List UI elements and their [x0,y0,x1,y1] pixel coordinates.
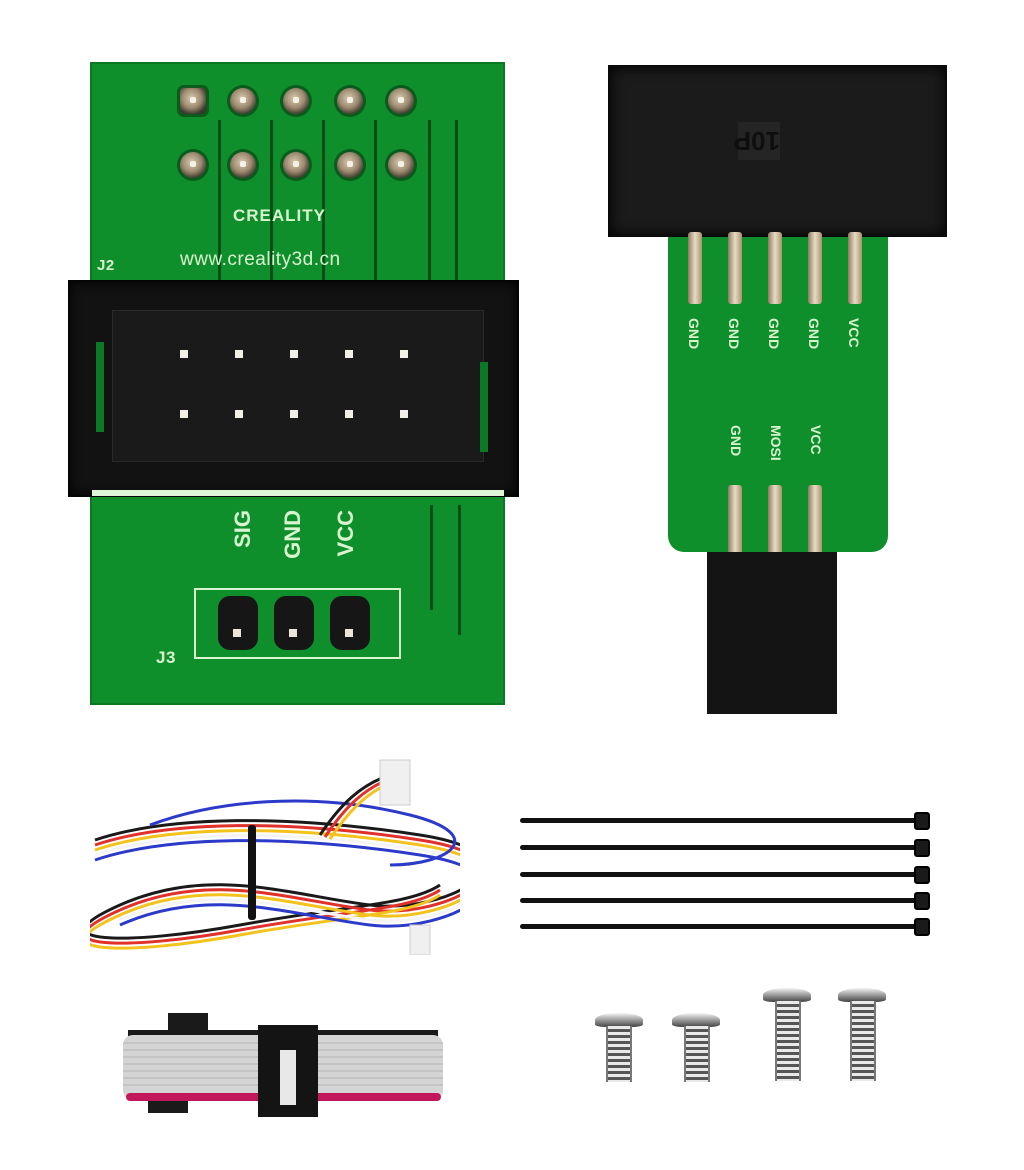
screw-head [763,988,811,1002]
brand-url: www.creality3d.cn [180,249,341,270]
solder-pad [388,152,414,178]
header-pin [728,232,742,304]
idc-pin [400,410,408,418]
header-pin [728,485,742,555]
solder-pad [230,88,256,114]
zip-tie-head [914,866,930,884]
idc-header-socket [112,310,484,462]
j3-pin [274,596,314,650]
grey-ribbon-cable [123,1013,443,1117]
zip-tie [520,898,918,903]
j3-pin [330,596,370,650]
pcb-trace [270,120,273,285]
solder-pad [337,88,363,114]
zip-tie [520,818,918,823]
idc-key-slot [480,362,488,452]
pcb-trace [430,505,433,610]
pin-label: GND [766,318,782,350]
idc-pin [400,350,408,358]
solder-pad [388,88,414,114]
header-pin [768,485,782,555]
pin-label: GND [686,318,702,350]
pin-label: MOSI [768,425,784,461]
zip-tie [520,845,918,850]
pin-label-gnd: GND [280,510,305,559]
j2-ref-label: J2 [97,257,115,274]
zip-tie-head [914,839,930,857]
solder-pad [180,88,206,114]
screw-shank [775,1001,801,1081]
pin-label-sig: SIG [230,510,255,548]
solder-pad [283,88,309,114]
pcb-trace [218,120,221,285]
multicolor-extension-cable [90,759,460,955]
zip-tie-head [914,918,930,936]
screw-head [595,1013,643,1027]
pin-label: VCC [846,318,862,348]
zip-tie-head [914,892,930,910]
header-pin [688,232,702,304]
pcb-trace [322,120,325,285]
pcb-trace [455,120,458,290]
header-pin [808,485,822,555]
zip-tie [520,872,918,877]
pin-label: GND [726,318,742,350]
solder-pad [180,152,206,178]
idc-pin [235,410,243,418]
idc-pin [180,410,188,418]
pin-label: VCC [808,425,824,455]
silkscreen-outline [92,490,504,496]
header-pin [768,232,782,304]
idc-pin [290,350,298,358]
screw-shank [606,1026,632,1082]
idc-10-pin-header [68,280,519,497]
idc-pin [345,410,353,418]
solder-pad [230,152,256,178]
j3-connector-outline [194,588,401,659]
3-pin-socket [707,552,837,714]
socket-mold-text: 10P [734,122,780,160]
screw-head [838,988,886,1002]
pcb-trace [458,505,461,635]
header-pin [808,232,822,304]
zip-tie-head [914,812,930,830]
pin-label-vcc: VCC [333,510,358,557]
pin-label: GND [806,318,822,350]
idc-pin [345,350,353,358]
brand-logo: CREALITY [233,206,326,225]
zip-tie [520,924,918,929]
screw-shank [850,1001,876,1081]
idc-key-slot [96,342,104,432]
pcb-trace [428,120,431,290]
solder-pad [337,152,363,178]
j3-pin [218,596,258,650]
screw-head [672,1013,720,1027]
pcb-trace [374,120,377,285]
pin-label: GND [728,425,744,457]
solder-pad [283,152,309,178]
header-pin [848,232,862,304]
idc-pin [235,350,243,358]
idc-pin [180,350,188,358]
screw-shank [684,1026,710,1082]
idc-pin [290,410,298,418]
j3-ref-label: J3 [156,648,176,667]
